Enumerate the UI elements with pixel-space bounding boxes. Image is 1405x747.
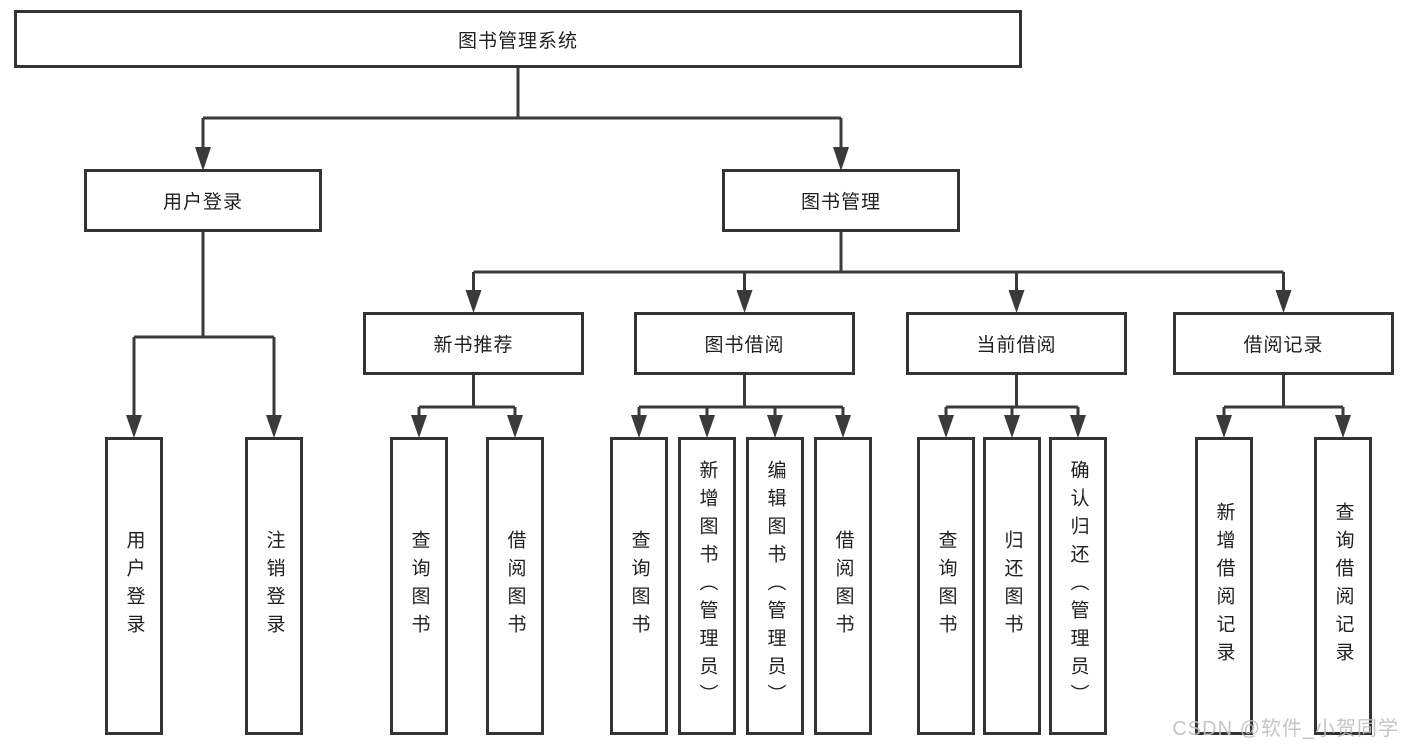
leaf-add-book-admin-label: 新增图书（管理员） xyxy=(696,460,718,712)
node-book-mgmt-label: 图书管理 xyxy=(800,192,881,213)
leaf-edit-book-admin-label: 编辑图书（管理员） xyxy=(764,460,786,712)
arrowheads xyxy=(126,147,1351,438)
node-current-borrow: 当前借阅 xyxy=(906,312,1127,375)
leaf-borrow-query-book-label: 查询图书 xyxy=(628,530,650,642)
node-user-login-label: 用户登录 xyxy=(162,192,243,213)
leaf-user-login-label: 用户登录 xyxy=(123,530,145,642)
leaf-current-query-book: 查询图书 xyxy=(917,437,975,735)
leaf-logout: 注销登录 xyxy=(245,437,303,735)
connector-new-book-children xyxy=(417,375,517,418)
leaf-confirm-return-admin-label: 确认归还（管理员） xyxy=(1067,460,1089,712)
node-book-mgmt: 图书管理 xyxy=(722,169,960,232)
leaf-current-query-book-label: 查询图书 xyxy=(935,530,957,642)
node-new-book-rec-label: 新书推荐 xyxy=(433,335,514,356)
leaf-query-borrow-record: 查询借阅记录 xyxy=(1314,437,1372,735)
leaf-add-borrow-record-label: 新增借阅记录 xyxy=(1213,502,1235,670)
leaf-newrec-query-book-label: 查询图书 xyxy=(408,530,430,642)
node-system-root-label: 图书管理系统 xyxy=(457,30,578,52)
connector-root-to-level2 xyxy=(201,68,843,150)
leaf-return-book-label: 归还图书 xyxy=(1001,530,1023,642)
leaf-borrow-query-book: 查询图书 xyxy=(610,437,668,735)
leaf-edit-book-admin: 编辑图书（管理员） xyxy=(746,437,804,735)
node-book-borrow: 图书借阅 xyxy=(634,312,855,375)
node-current-borrow-label: 当前借阅 xyxy=(976,335,1057,356)
leaf-borrow-book: 借阅图书 xyxy=(814,437,872,735)
connector-record-children xyxy=(1222,375,1345,418)
leaf-return-book: 归还图书 xyxy=(983,437,1041,735)
leaf-borrow-book-label: 借阅图书 xyxy=(832,530,854,642)
connector-current-children xyxy=(944,375,1080,418)
node-book-borrow-label: 图书借阅 xyxy=(704,335,785,356)
leaf-newrec-borrow-book: 借阅图书 xyxy=(486,437,544,735)
leaf-query-borrow-record-label: 查询借阅记录 xyxy=(1332,502,1354,670)
node-system-root: 图书管理系统 xyxy=(14,10,1022,68)
leaf-logout-label: 注销登录 xyxy=(263,530,285,642)
connector-user-login-children xyxy=(132,232,276,418)
leaf-user-login: 用户登录 xyxy=(105,437,163,735)
connector-borrow-children xyxy=(637,375,845,418)
node-borrow-record-label: 借阅记录 xyxy=(1243,335,1324,356)
leaf-newrec-borrow-book-label: 借阅图书 xyxy=(504,530,526,642)
leaf-newrec-query-book: 查询图书 xyxy=(390,437,448,735)
connector-book-mgmt-sections xyxy=(472,232,1285,293)
csdn-watermark: CSDN @软件_小贺同学 xyxy=(1172,718,1399,740)
node-borrow-record: 借阅记录 xyxy=(1173,312,1394,375)
leaf-confirm-return-admin: 确认归还（管理员） xyxy=(1049,437,1107,735)
leaf-add-book-admin: 新增图书（管理员） xyxy=(678,437,736,735)
leaf-add-borrow-record: 新增借阅记录 xyxy=(1195,437,1253,735)
node-user-login: 用户登录 xyxy=(84,169,322,232)
node-new-book-rec: 新书推荐 xyxy=(363,312,584,375)
